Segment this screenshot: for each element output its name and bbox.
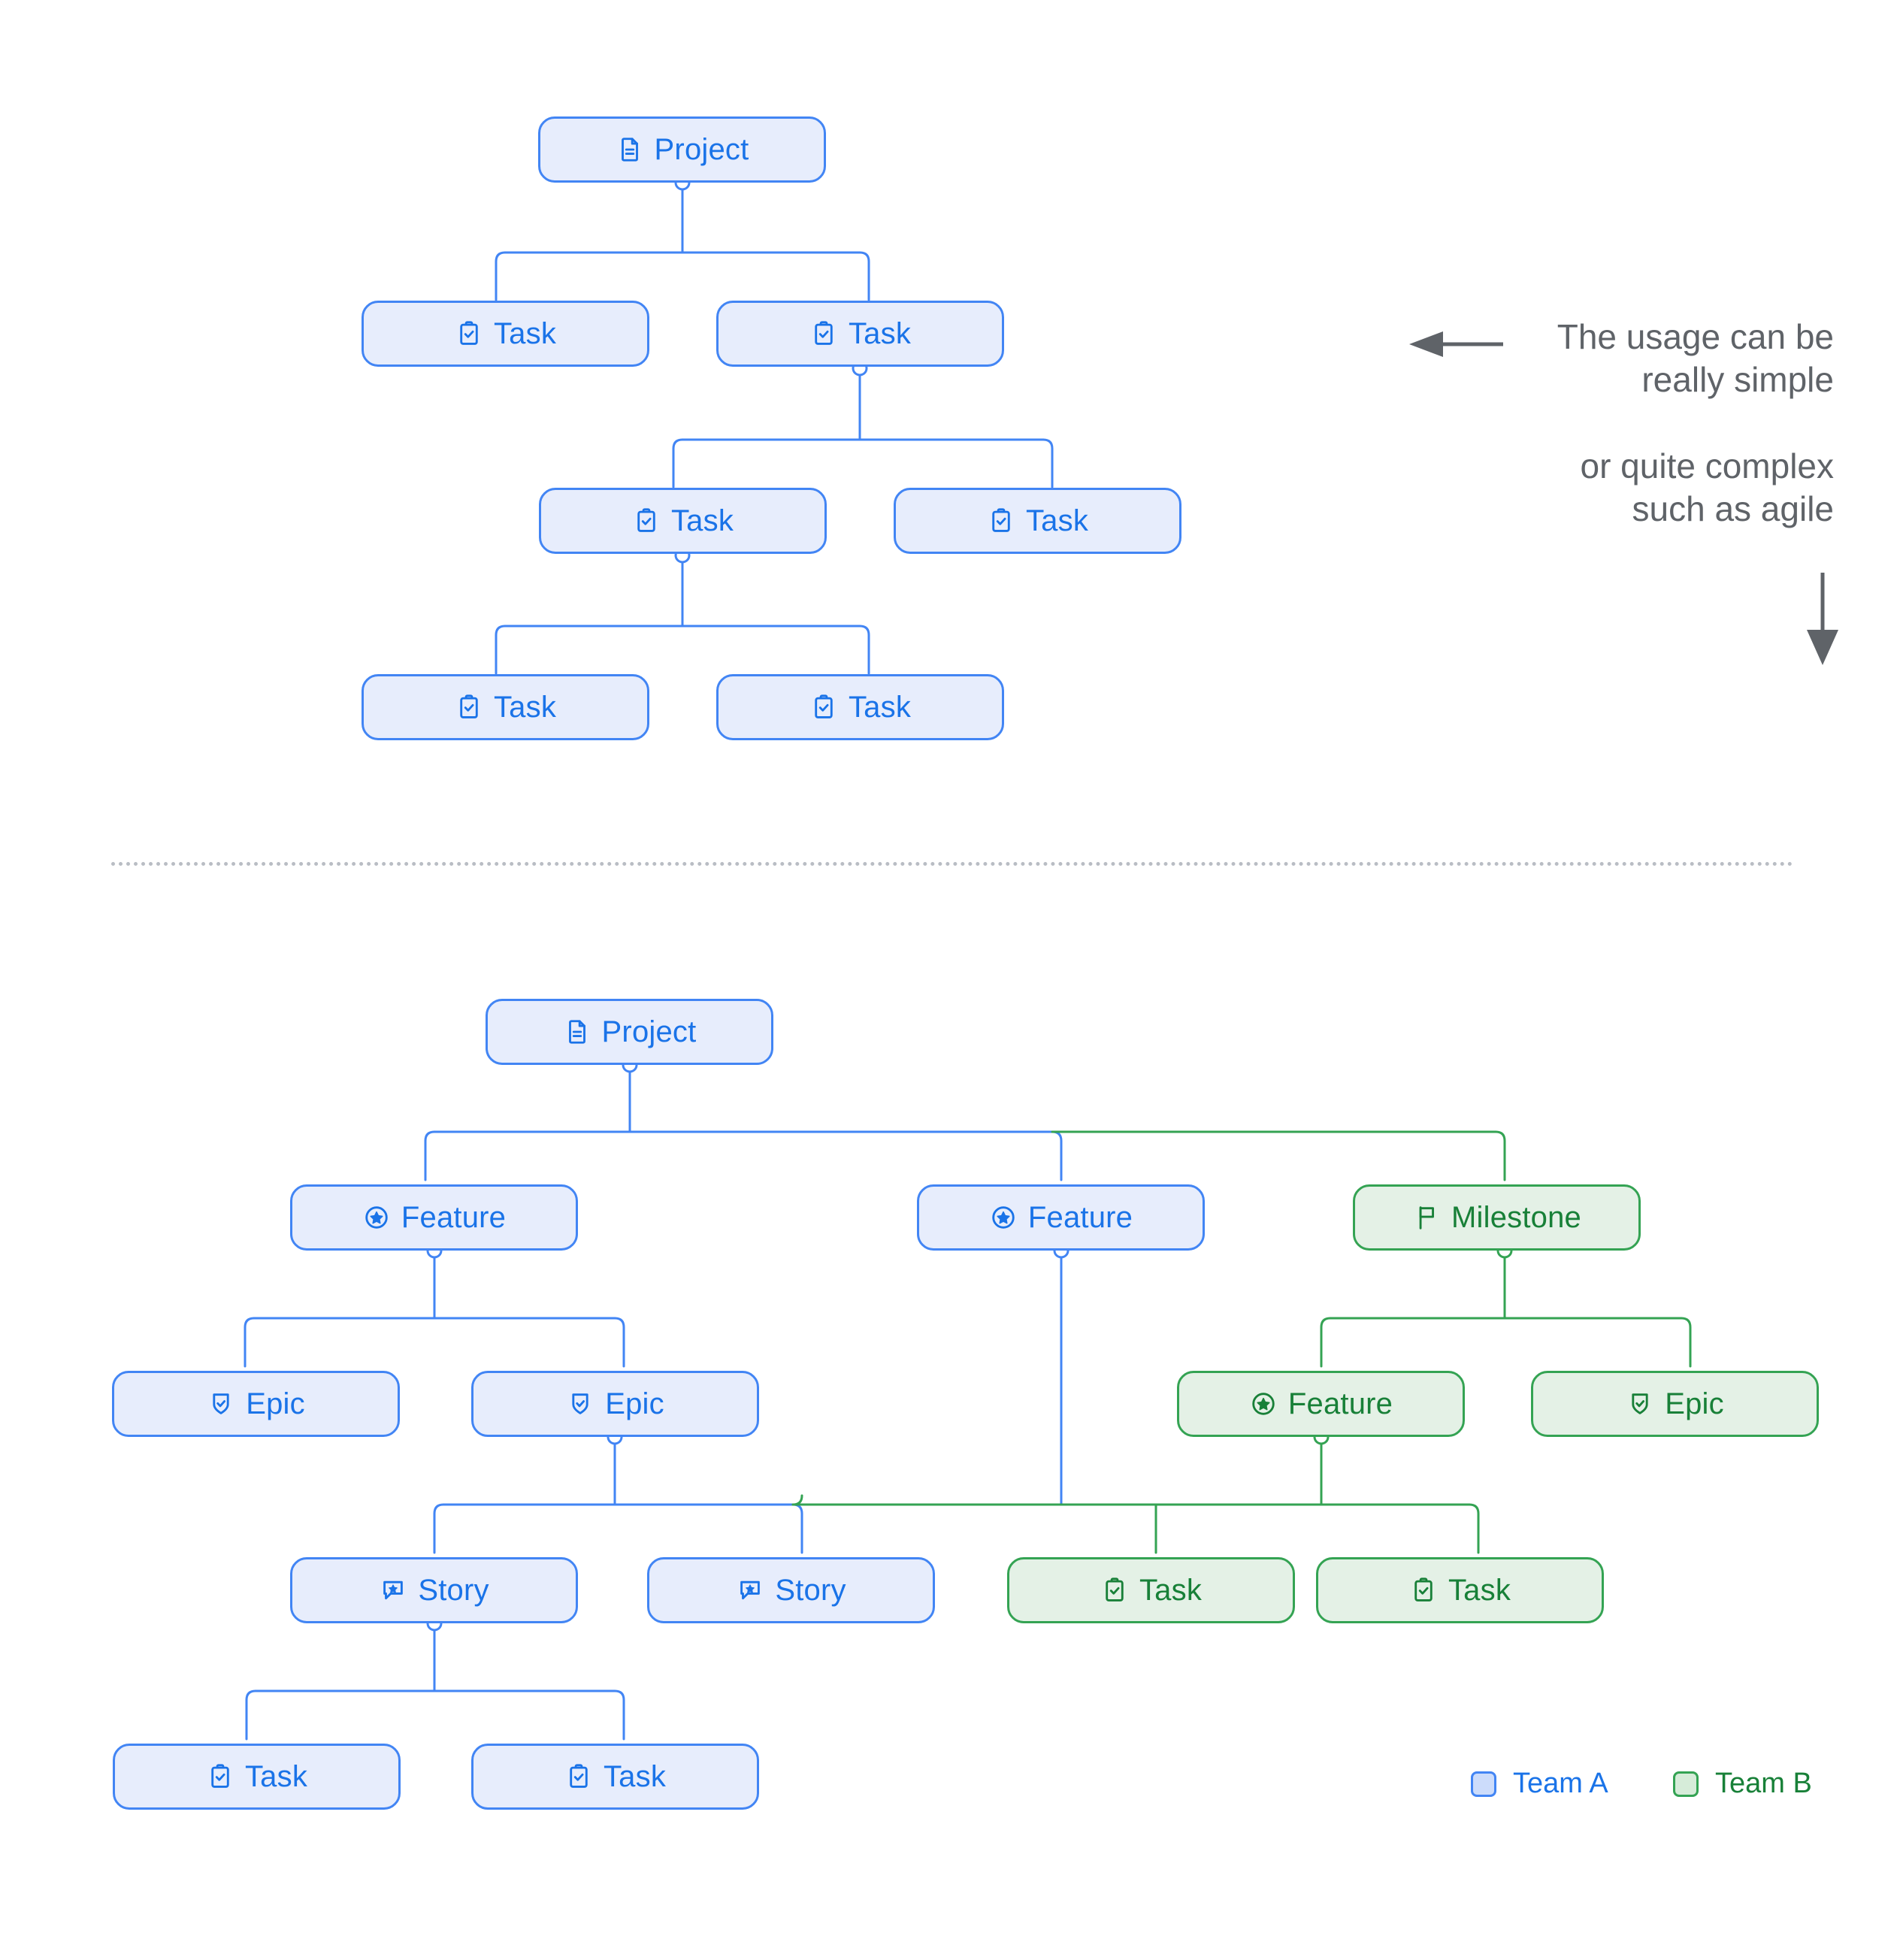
clipboard-check-icon [455, 319, 483, 348]
document-icon [616, 135, 644, 164]
node-epic-2[interactable]: Epic [471, 1371, 759, 1437]
flag-icon [1412, 1203, 1441, 1232]
node-label: Epic [246, 1387, 305, 1420]
star-circle-icon [1249, 1390, 1278, 1418]
clipboard-check-icon [564, 1762, 593, 1791]
node-label: Project [601, 1015, 697, 1048]
node-epic-3[interactable]: Epic [1531, 1371, 1819, 1437]
shield-check-icon [1626, 1390, 1654, 1418]
node-task-green-2[interactable]: Task [1316, 1557, 1604, 1623]
node-label: Feature [401, 1201, 507, 1234]
star-circle-icon [989, 1203, 1018, 1232]
annotation-line-1: The usage can be [1557, 317, 1834, 356]
node-milestone[interactable]: Milestone [1353, 1184, 1641, 1251]
clipboard-check-icon [809, 319, 838, 348]
node-task-2[interactable]: Task [716, 301, 1004, 367]
node-epic-1[interactable]: Epic [112, 1371, 400, 1437]
node-project-2[interactable]: Project [486, 999, 773, 1065]
clipboard-check-icon [987, 507, 1015, 535]
node-label: Milestone [1451, 1201, 1581, 1234]
node-task-1[interactable]: Task [362, 301, 649, 367]
node-task-green-1[interactable]: Task [1007, 1557, 1295, 1623]
section-divider [111, 862, 1793, 866]
annotation-line-3: or quite complex [1580, 446, 1835, 485]
legend-swatch-blue [1471, 1771, 1496, 1797]
comment-star-icon [379, 1576, 407, 1605]
node-label: Epic [605, 1387, 664, 1420]
legend-swatch-green [1673, 1771, 1699, 1797]
node-feature-3[interactable]: Feature [1177, 1371, 1465, 1437]
node-label: Task [670, 504, 734, 537]
legend-label: Team A [1513, 1768, 1608, 1799]
node-task-3[interactable]: Task [539, 488, 827, 554]
node-task-4[interactable]: Task [894, 488, 1181, 554]
node-project[interactable]: Project [538, 116, 826, 183]
clipboard-check-icon [455, 693, 483, 721]
node-feature-1[interactable]: Feature [290, 1184, 578, 1251]
clipboard-check-icon [632, 507, 661, 535]
annotation-line-2: really simple [1641, 360, 1834, 400]
clipboard-check-icon [1100, 1576, 1129, 1605]
shield-check-icon [207, 1390, 235, 1418]
clipboard-check-icon [809, 693, 838, 721]
node-label: Task [244, 1760, 308, 1793]
node-label: Task [493, 317, 557, 350]
node-label: Story [418, 1574, 489, 1607]
star-circle-icon [362, 1203, 391, 1232]
node-label: Task [848, 317, 912, 350]
node-label: Task [493, 691, 557, 724]
node-feature-2[interactable]: Feature [917, 1184, 1205, 1251]
node-label: Project [654, 133, 749, 166]
document-icon [563, 1018, 591, 1046]
node-label: Task [603, 1760, 667, 1793]
node-label: Task [1025, 504, 1089, 537]
clipboard-check-icon [1409, 1576, 1438, 1605]
legend-item-team-a[interactable]: Team A [1471, 1768, 1608, 1800]
clipboard-check-icon [206, 1762, 234, 1791]
node-label: Feature [1287, 1387, 1393, 1420]
node-label: Epic [1665, 1387, 1724, 1420]
legend-item-team-b[interactable]: Team B [1673, 1768, 1812, 1800]
node-task-blue-2[interactable]: Task [471, 1744, 759, 1810]
node-label: Story [775, 1574, 846, 1607]
node-task-6[interactable]: Task [716, 674, 1004, 740]
shield-check-icon [566, 1390, 594, 1418]
node-task-blue-1[interactable]: Task [113, 1744, 401, 1810]
node-label: Task [1448, 1574, 1511, 1607]
comment-star-icon [736, 1576, 764, 1605]
node-label: Feature [1027, 1201, 1133, 1234]
annotation-line-4: such as agile [1632, 489, 1835, 529]
node-story-1[interactable]: Story [290, 1557, 578, 1623]
node-label: Task [848, 691, 912, 724]
annotation-block-1: The usage can be really simple [1473, 316, 1834, 401]
node-story-2[interactable]: Story [647, 1557, 935, 1623]
legend-label: Team B [1715, 1768, 1812, 1799]
node-task-5[interactable]: Task [362, 674, 649, 740]
annotation-block-2: or quite complex such as agile [1473, 445, 1835, 531]
node-label: Task [1139, 1574, 1203, 1607]
